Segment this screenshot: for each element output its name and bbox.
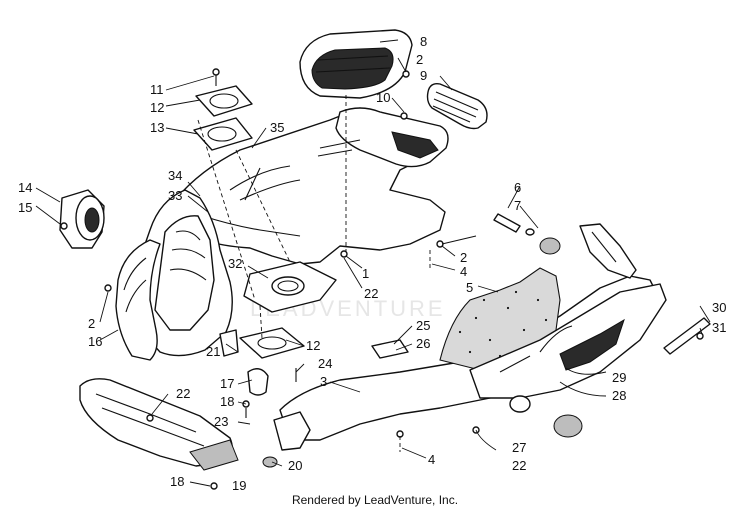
- callout-28: 28: [612, 388, 626, 403]
- part-round-plug: [509, 395, 531, 413]
- callout-21: 21: [206, 344, 220, 359]
- part-7-washer: [493, 213, 561, 255]
- callout-17: 17: [220, 376, 234, 391]
- callout-8: 8: [420, 34, 427, 49]
- callout-24: 24: [318, 356, 332, 371]
- callout-4: 4: [460, 264, 467, 279]
- part-21-clip: [219, 329, 239, 357]
- callout-1: 1: [362, 266, 369, 281]
- callout-12: 12: [150, 100, 164, 115]
- callout-labels: 1 2 2 2 3 4 4 5 6 7 8 9 10 11 12 12 13 1…: [18, 34, 726, 493]
- callout-13: 13: [150, 120, 164, 135]
- part-16-left-fender: [115, 239, 161, 361]
- callout-11: 11: [150, 82, 164, 97]
- callout-3: 3: [320, 374, 327, 389]
- callout-19: 19: [232, 478, 246, 493]
- callout-12: 12: [306, 338, 320, 353]
- callout-2: 2: [460, 250, 467, 265]
- callout-5: 5: [466, 280, 473, 295]
- part-26-plate: [371, 339, 409, 359]
- callout-10: 10: [376, 90, 390, 105]
- callout-22: 22: [176, 386, 190, 401]
- callout-20: 20: [288, 458, 302, 473]
- callout-25: 25: [416, 318, 430, 333]
- callout-26: 26: [416, 336, 430, 351]
- part-3-lower-chassis: [273, 275, 661, 451]
- part-14-headlight: [59, 189, 105, 249]
- callout-4: 4: [428, 452, 435, 467]
- callout-32: 32: [228, 256, 242, 271]
- callout-2: 2: [88, 316, 95, 331]
- callout-15: 15: [18, 200, 32, 215]
- callout-18: 18: [170, 474, 184, 489]
- assembly-lines: [197, 95, 431, 452]
- part-30-strip: [663, 317, 711, 355]
- part-20-washer: [262, 456, 278, 468]
- part-32-bracket: [243, 261, 337, 313]
- part-34-side-panel: [133, 189, 233, 357]
- callout-14: 14: [18, 180, 32, 195]
- part-11-bolt: [212, 68, 220, 86]
- part-22-front-bumper: [79, 378, 239, 471]
- part-8-console-cover: [299, 29, 413, 99]
- callout-7: 7: [514, 198, 521, 213]
- callout-27: 27: [512, 440, 526, 455]
- callout-35: 35: [270, 120, 284, 135]
- callout-33: 33: [168, 188, 182, 203]
- callout-29: 29: [612, 370, 626, 385]
- callout-18: 18: [220, 394, 234, 409]
- callout-22: 22: [364, 286, 378, 301]
- footer-credit: Rendered by LeadVenture, Inc.: [291, 493, 459, 507]
- part-12-gasket-upper: [195, 85, 253, 117]
- part-27-cap: [553, 414, 583, 438]
- part-rear-tip: [579, 223, 637, 279]
- part-17-clamp: [247, 368, 269, 396]
- callout-34: 34: [168, 168, 182, 183]
- callout-31: 31: [712, 320, 726, 335]
- callout-9: 9: [420, 68, 427, 83]
- leader-lines: [35, 39, 711, 487]
- callout-6: 6: [514, 180, 521, 195]
- callout-2: 2: [416, 52, 423, 67]
- part-9-vent-grille: [426, 82, 488, 130]
- callout-16: 16: [88, 334, 102, 349]
- callout-30: 30: [712, 300, 726, 315]
- callout-22: 22: [512, 458, 526, 473]
- part-13-gasket: [193, 117, 253, 151]
- callout-23: 23: [214, 414, 228, 429]
